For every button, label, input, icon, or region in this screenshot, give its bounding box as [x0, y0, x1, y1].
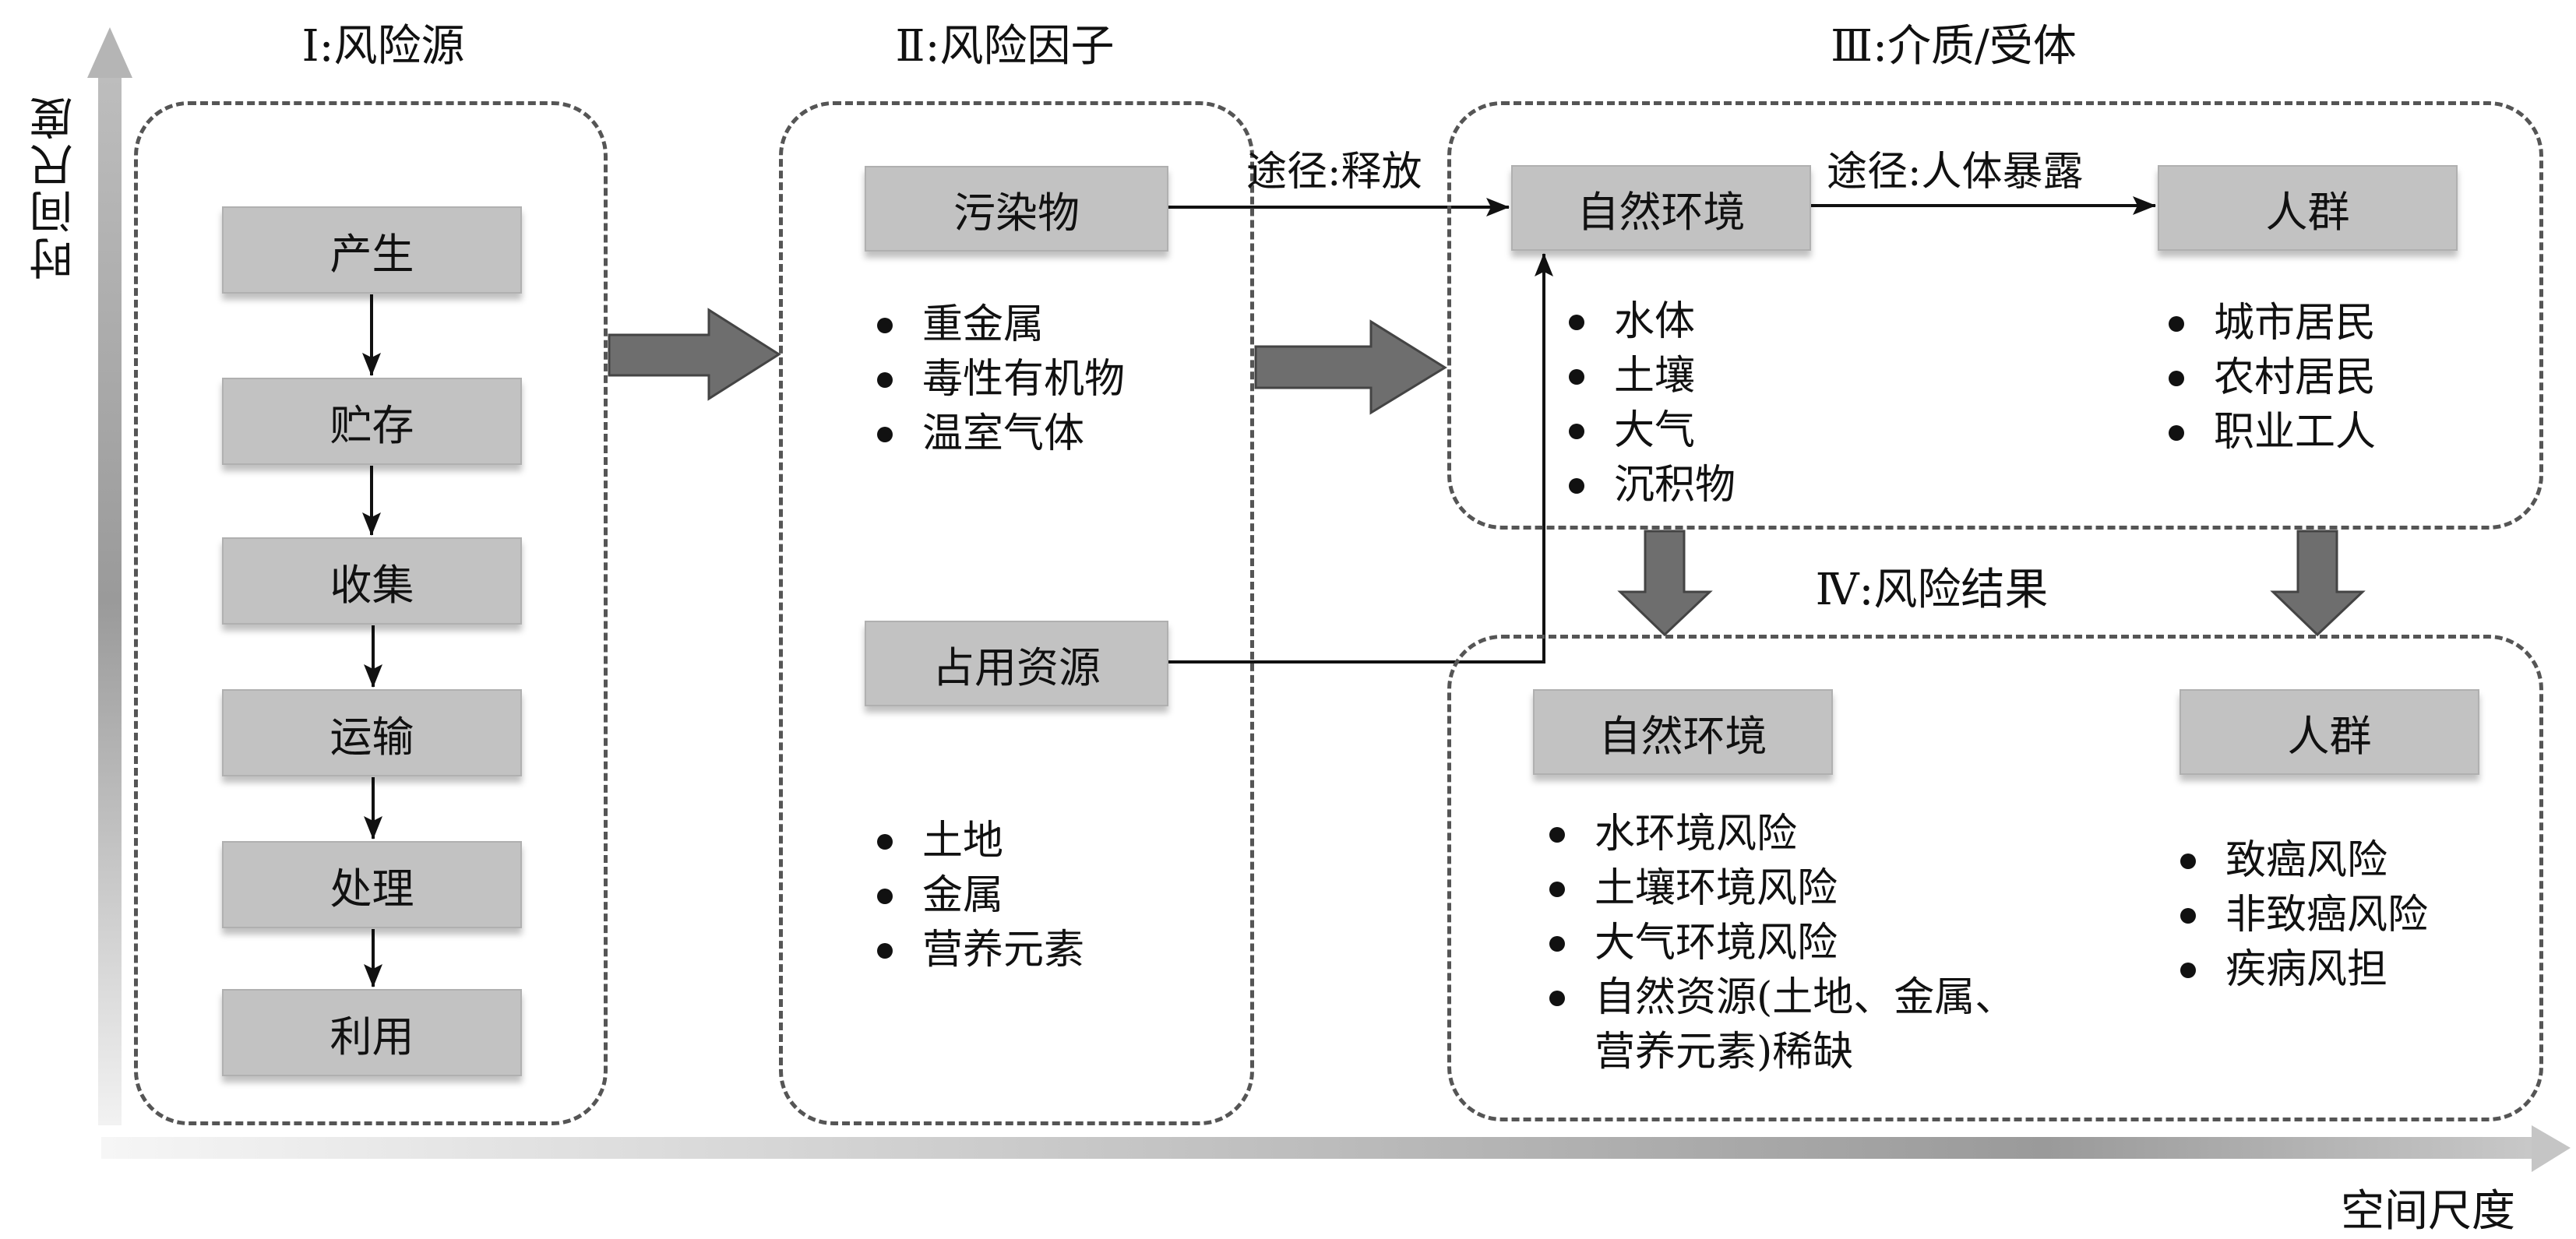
- step-collection: 收集: [222, 537, 522, 625]
- environment-media-list: 水体 土壤 大气 沉积物: [1566, 294, 1736, 512]
- list-item: 金属: [874, 868, 1084, 923]
- list-item: 毒性有机物: [874, 352, 1125, 407]
- population-list: 城市居民 农村居民 职业工人: [2165, 296, 2376, 459]
- node-natural-environment: 自然环境: [1511, 165, 1811, 251]
- list-item: 沉积物: [1566, 458, 1736, 512]
- list-item: 非致癌风险: [2177, 888, 2428, 942]
- node-pollutant: 污染物: [865, 166, 1168, 252]
- step-storage: 贮存: [222, 378, 522, 465]
- group-medium-receptor: [1447, 101, 2543, 530]
- heading-medium-receptor: Ⅲ:介质/受体: [1831, 21, 2077, 72]
- list-item: 水体: [1566, 294, 1736, 349]
- group-risk-factor: [779, 101, 1254, 1125]
- flow-arrow-down-environment: [1617, 530, 1713, 637]
- flow-arrow-source-to-factor: [608, 308, 781, 401]
- environment-risk-list: 水环境风险 土壤环境风险 大气环境风险 自然资源(土地、金属、 营养元素)稀缺: [1546, 807, 2015, 1079]
- list-item: 大气: [1566, 403, 1736, 458]
- space-axis-label: 空间尺度: [2341, 1186, 2515, 1237]
- step-transport: 运输: [222, 689, 522, 776]
- heading-risk-outcome: Ⅳ:风险结果: [1815, 565, 2049, 615]
- step-utilization: 利用: [222, 989, 522, 1076]
- list-item: 土壤环境风险: [1546, 861, 2015, 916]
- node-outcome-population: 人群: [2180, 689, 2479, 775]
- list-item: 致癌风险: [2177, 833, 2428, 888]
- node-resource-occupation: 占用资源: [865, 621, 1168, 706]
- group-risk-source: [134, 101, 608, 1125]
- step-treatment: 处理: [222, 841, 522, 928]
- list-item: 重金属: [874, 297, 1125, 352]
- list-item: 大气环境风险: [1546, 916, 2015, 970]
- resource-list: 土地 金属 营养元素: [874, 814, 1084, 977]
- heading-risk-source: Ⅰ:风险源: [301, 21, 465, 72]
- list-item: 疾病风担: [2177, 942, 2428, 997]
- list-item: 职业工人: [2165, 405, 2376, 459]
- list-item: 土壤: [1566, 349, 1736, 403]
- list-item: 温室气体: [874, 407, 1125, 461]
- group-risk-outcome: [1447, 635, 2543, 1121]
- time-axis-arrow: [87, 27, 132, 1125]
- list-item: 城市居民: [2165, 296, 2376, 350]
- flow-arrow-factor-to-medium: [1254, 319, 1447, 415]
- space-axis-arrow: [101, 1125, 2571, 1172]
- release-path-label: 途径:释放: [1246, 149, 1422, 195]
- health-risk-list: 致癌风险 非致癌风险 疾病风担: [2177, 833, 2428, 997]
- node-outcome-environment: 自然环境: [1533, 689, 1833, 775]
- list-item: 营养元素: [874, 923, 1084, 977]
- pollutant-list: 重金属 毒性有机物 温室气体: [874, 297, 1125, 461]
- list-item-continuation: 营养元素)稀缺: [1595, 1029, 1854, 1075]
- node-population: 人群: [2158, 165, 2458, 251]
- list-item: 水环境风险: [1546, 807, 2015, 861]
- exposure-path-label: 途径:人体暴露: [1827, 149, 2084, 195]
- list-item: 农村居民: [2165, 350, 2376, 405]
- list-item: 土地: [874, 814, 1084, 868]
- heading-risk-factor: Ⅱ:风险因子: [895, 21, 1115, 72]
- list-item: 自然资源(土地、金属、: [1546, 970, 2015, 1025]
- time-axis-label: 时间尺度: [30, 93, 80, 280]
- step-generation: 产生: [222, 206, 522, 294]
- flow-arrow-down-population: [2270, 530, 2366, 637]
